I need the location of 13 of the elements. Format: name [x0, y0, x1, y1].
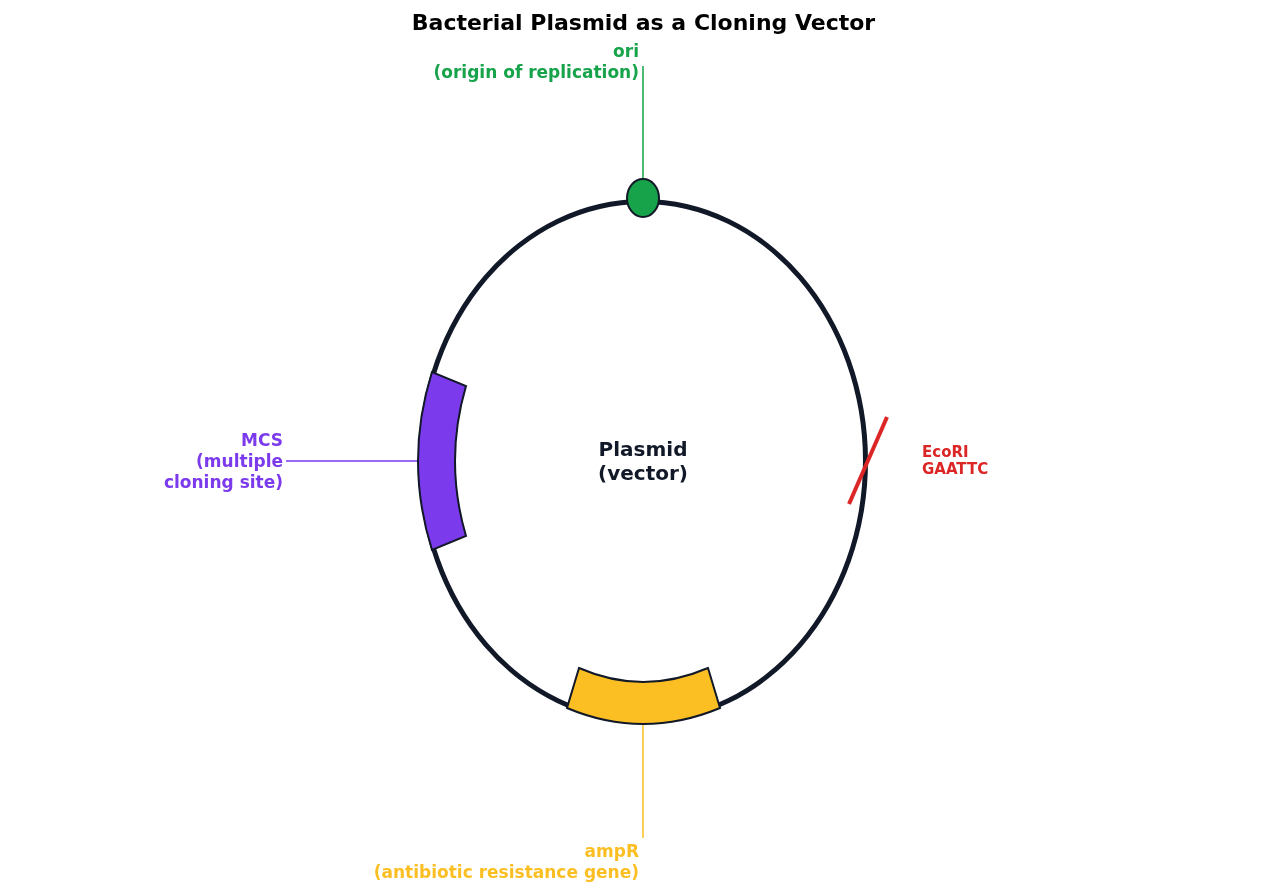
restriction-site-label: EcoRI GAATTC	[922, 444, 989, 478]
leader-line	[642, 723, 644, 839]
ampr-segment	[566, 667, 721, 725]
ori-label: ori (origin of replication)	[433, 41, 639, 83]
plasmid-ring	[418, 199, 868, 723]
mcs-label: MCS (multiple cloning site)	[163, 430, 283, 493]
title: Bacterial Plasmid as a Cloning Vector	[411, 10, 876, 35]
mcs-segment	[417, 371, 467, 551]
center-label: Plasmid (vector)	[598, 437, 688, 485]
leader-line	[285, 460, 419, 462]
leader-line	[642, 65, 644, 181]
ampr-label: ampR (antibiotic resistance gene)	[373, 841, 639, 883]
origin-marker	[626, 178, 660, 218]
